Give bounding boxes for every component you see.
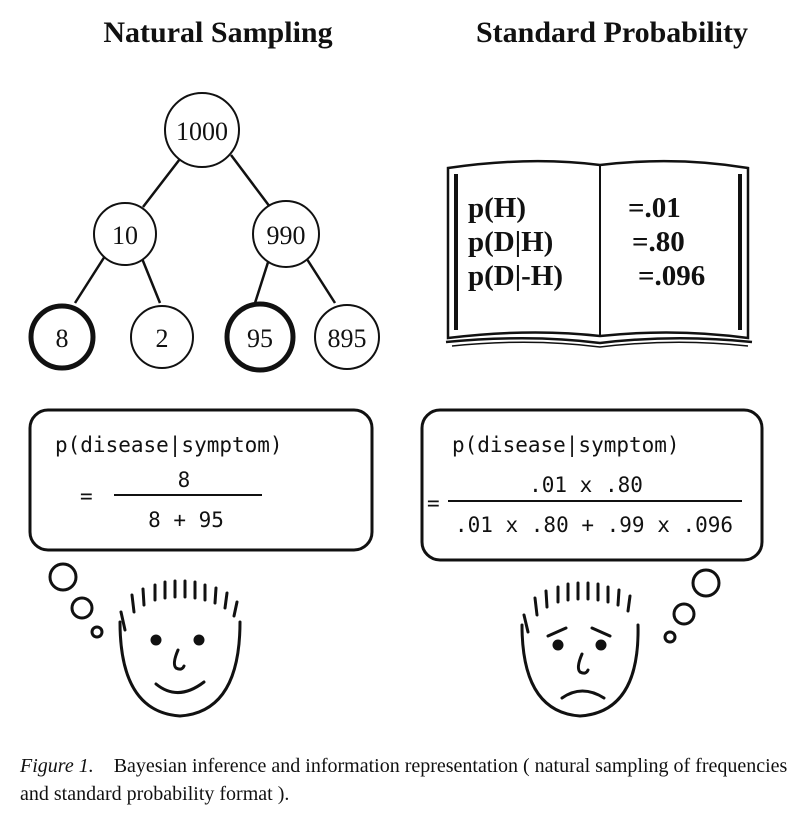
tree-node-root: 1000 bbox=[164, 92, 240, 168]
node-label: 95 bbox=[247, 324, 273, 353]
right-thought-dots bbox=[663, 568, 721, 644]
right-thought-bubble: p(disease|symptom) = .01 x .80 .01 x .80… bbox=[420, 408, 764, 562]
open-book-icon bbox=[445, 159, 753, 348]
node-label: 990 bbox=[267, 221, 306, 250]
node-label: 2 bbox=[156, 324, 169, 353]
caption-label: Figure 1. bbox=[20, 755, 94, 777]
node-label: 8 bbox=[56, 324, 69, 353]
right-bubble-denominator: .01 x .80 + .99 x .096 bbox=[455, 513, 733, 537]
right-bubble-equals: = bbox=[427, 491, 440, 515]
book-label-pdh: p(D|H) bbox=[468, 226, 553, 258]
book-label-pdnh: p(D|-H) bbox=[468, 260, 563, 292]
left-bubble-equals: = bbox=[80, 484, 93, 508]
happy-face-icon bbox=[118, 579, 242, 718]
book-rows: p(H) =.01 p(D|H) =.80 p(D|-H) =.096 bbox=[468, 192, 705, 292]
tree-leaf-895: 895 bbox=[314, 304, 380, 370]
caption-text: Bayesian inference and information repre… bbox=[20, 755, 788, 805]
tree-leaf-2: 2 bbox=[130, 305, 194, 369]
left-thought-dots bbox=[48, 562, 104, 639]
node-label: 10 bbox=[112, 221, 138, 250]
node-label: 895 bbox=[328, 324, 367, 353]
right-bubble-heading: p(disease|symptom) bbox=[452, 433, 680, 458]
book-value-ph: =.01 bbox=[628, 192, 681, 224]
left-bubble-denominator: 8 + 95 bbox=[148, 508, 224, 532]
tree-leaf-8: 8 bbox=[28, 303, 96, 371]
left-thought-bubble: p(disease|symptom) = 8 8 + 95 bbox=[28, 408, 374, 552]
sad-face-icon bbox=[520, 581, 640, 718]
tree-node-mid-left: 10 bbox=[93, 202, 157, 266]
book-label-ph: p(H) bbox=[468, 192, 526, 224]
left-bubble-numerator: 8 bbox=[178, 468, 191, 492]
left-bubble-heading: p(disease|symptom) bbox=[55, 433, 283, 458]
tree-node-mid-right: 990 bbox=[252, 200, 320, 268]
book-value-pdh: =.80 bbox=[632, 226, 685, 258]
bayesian-inference-figure: Natural Sampling Standard Probability 10… bbox=[28, 16, 764, 718]
title-standard-probability: Standard Probability bbox=[476, 16, 748, 49]
figure-caption: Figure 1. Bayesian inference and informa… bbox=[20, 752, 790, 808]
title-natural-sampling: Natural Sampling bbox=[103, 16, 332, 49]
node-label: 1000 bbox=[176, 117, 228, 146]
tree-edges bbox=[73, 154, 337, 304]
right-bubble-numerator: .01 x .80 bbox=[529, 473, 643, 497]
book-value-pdnh: =.096 bbox=[638, 260, 705, 292]
tree-leaf-95: 95 bbox=[224, 301, 296, 373]
